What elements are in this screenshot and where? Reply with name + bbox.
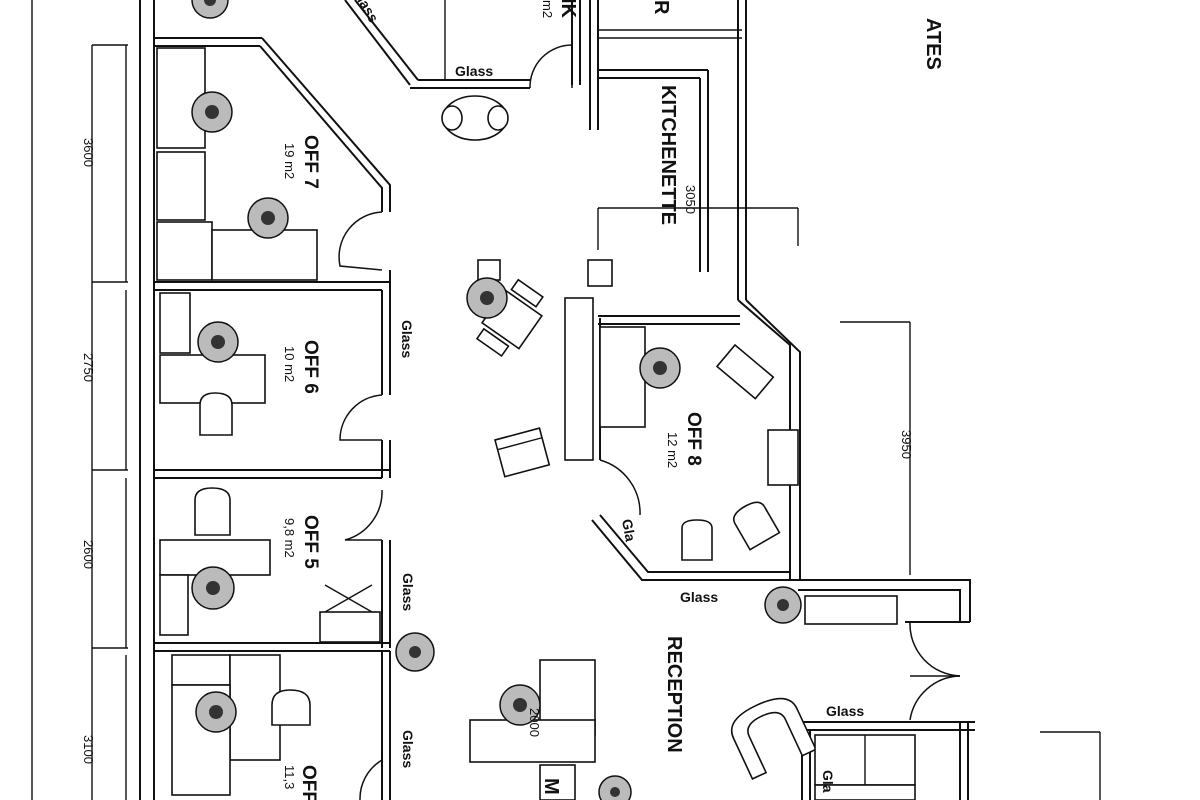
- room-area-off5: 9,8 m2: [282, 518, 297, 558]
- room-name-kitchenette: KITCHENETTE: [657, 85, 679, 225]
- room-area-top-a: m2: [540, 0, 555, 18]
- room-labels: OFF 7 19 m2 OFF 6 10 m2 OFF 5 9,8 m2 OFF…: [282, 0, 944, 800]
- plant-icon: [191, 91, 233, 133]
- plant-icon: [191, 566, 235, 610]
- plant-icon: [466, 277, 508, 319]
- room-name-off7: OFF 7: [300, 135, 321, 189]
- room-area-off8: 12 m2: [665, 432, 680, 468]
- glass-labels: Glass lass Glass Glass Glass Glass Glass…: [354, 0, 864, 793]
- room-name-reception: RECEPTION: [663, 636, 685, 753]
- glass-label: Glass: [826, 703, 864, 719]
- plant-icon: [598, 775, 632, 800]
- dimension-3050: 3050: [683, 185, 698, 214]
- plant-icon: [195, 691, 237, 733]
- room-name-bottom-center: M: [540, 778, 562, 795]
- glass-label: lass: [354, 0, 382, 25]
- room-name-top-right: ATES: [922, 18, 944, 70]
- glass-label: Glass: [400, 730, 416, 768]
- room-name-off5: OFF 5: [300, 515, 321, 569]
- glass-label: Gla: [820, 770, 836, 793]
- room-name-off-bottom: OFF: [298, 765, 319, 800]
- dimension-2000: 2000: [527, 708, 542, 737]
- room-name-top-b: R: [650, 0, 672, 15]
- room-name-off8: OFF 8: [683, 412, 704, 466]
- glass-label: Glass: [399, 320, 415, 358]
- dimension-2750: 2750: [81, 353, 96, 382]
- glass-label: Glass: [400, 573, 416, 611]
- room-name-off6: OFF 6: [300, 340, 321, 394]
- plant-icon: [639, 347, 681, 389]
- plant-icon: [197, 321, 239, 363]
- plant-icon: [191, 0, 229, 19]
- dimension-3950: 3950: [899, 430, 914, 459]
- room-area-off-bottom: 11,3: [282, 765, 297, 789]
- glass-label: Glass: [455, 63, 493, 79]
- dimension-labels: 3600 2750 2600 3100 3050 3950 2000: [81, 138, 914, 764]
- dimension-3600: 3600: [81, 138, 96, 167]
- furniture: [156, 47, 916, 800]
- room-area-off7: 19 m2: [282, 143, 297, 179]
- plant-icon: [764, 586, 802, 624]
- dimension-3100: 3100: [81, 735, 96, 764]
- walls: [31, 0, 1101, 800]
- glass-label: Glass: [680, 589, 718, 605]
- glass-label: Gla: [619, 518, 639, 543]
- plant-icon: [247, 197, 289, 239]
- plants: [191, 0, 802, 800]
- doors: [338, 44, 961, 800]
- plant-icon: [395, 632, 435, 672]
- dimension-2600: 2600: [81, 540, 96, 569]
- room-area-off6: 10 m2: [282, 346, 297, 382]
- room-name-top-a: IK: [557, 0, 579, 19]
- plant-icon: [499, 684, 541, 726]
